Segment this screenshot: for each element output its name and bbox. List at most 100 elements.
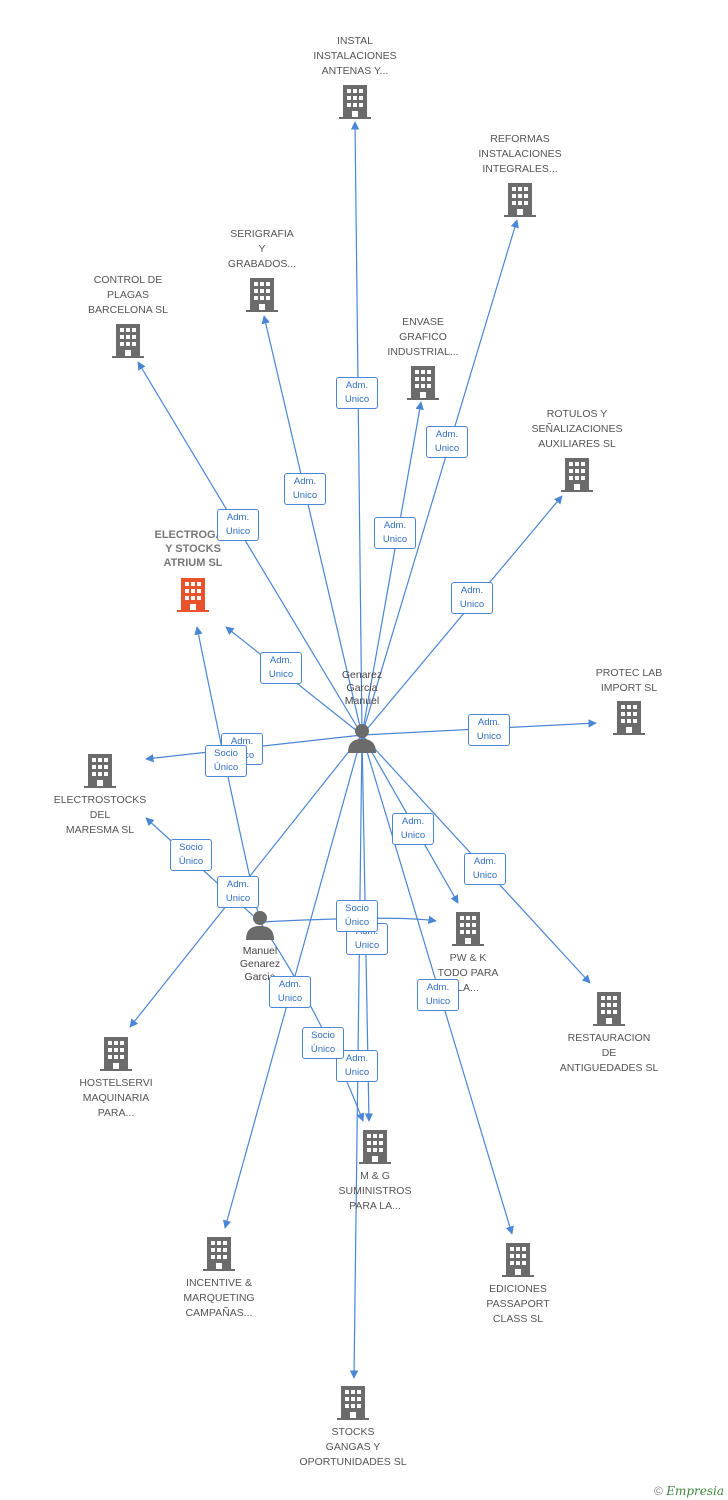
edge-label-line: Único	[178, 856, 204, 867]
building-icon-electrogan[interactable]	[177, 578, 209, 612]
building-icon-restauracion[interactable]	[593, 992, 625, 1026]
edge-label-genarez-to-ediciones: Adm. Unico	[417, 979, 459, 1011]
edge-label-genarez-to-reformas: Adm. Unico	[426, 426, 468, 458]
edge-label-line: Unico	[472, 870, 498, 881]
edge-label-line: Unico	[277, 993, 303, 1004]
edge-label-line: Adm.	[477, 717, 501, 728]
edge-label-line: Unico	[344, 394, 370, 405]
brand-name: Empresia	[666, 1484, 724, 1498]
building-icon-control[interactable]	[112, 324, 144, 358]
edge-label-line: Unico	[476, 731, 502, 742]
building-icon-incentive[interactable]	[203, 1237, 235, 1271]
edge-label-genarez-to-instal: Adm. Unico	[336, 377, 378, 409]
edge-label-line: Unico	[225, 893, 251, 904]
edge-label-line: Unico	[434, 443, 460, 454]
edge-genarez-to-envase	[361, 401, 424, 736]
edge-genarez-to-reformas	[361, 219, 519, 736]
edge-label-genarez-to-incentive: Adm. Unico	[269, 976, 311, 1008]
edge-label-genarez-to-electrogan: Adm. Unico	[260, 652, 302, 684]
edge-label-genarez-to-rotulos: Adm. Unico	[451, 582, 493, 614]
edge-label-line: Unico	[425, 996, 451, 1007]
edge-label-line: Socio	[214, 748, 238, 759]
company-label-restauracion[interactable]: RESTAURACION DE ANTIGUEDADES SL	[559, 1032, 659, 1074]
edge-label-line: Adm.	[345, 380, 369, 391]
edge-label-genarez-to-hostelservi: Adm. Unico	[217, 876, 259, 908]
building-icon-reformas[interactable]	[504, 183, 536, 217]
edge-label-line: Adm.	[269, 655, 293, 666]
edge-label-line: Adm.	[230, 736, 254, 747]
edge-label-line: Adm.	[383, 520, 407, 531]
edge-genarez-to-control	[137, 361, 363, 736]
edge-label-line: Unico	[354, 940, 380, 951]
edge-label-line: Socio	[179, 842, 203, 853]
building-icon-envase[interactable]	[407, 366, 439, 400]
company-label-reformas[interactable]: REFORMAS INSTALACIONES INTEGRALES...	[478, 133, 562, 175]
person-label-manuel[interactable]: Manuel Genarez Garcia	[239, 945, 281, 983]
edge-label-genarez-to-pwk: Adm. Unico	[392, 813, 434, 845]
company-label-protec[interactable]: PROTEC LAB IMPORT SL	[595, 667, 663, 694]
edge-label-line: Unico	[382, 534, 408, 545]
edge-genarez-to-instal	[350, 121, 363, 736]
edge-label-line: Unico	[292, 490, 318, 501]
company-label-hostelservi[interactable]: HOSTELSERVI MAQUINARIA PARA...	[79, 1077, 153, 1119]
edge-label-line: Adm.	[293, 476, 317, 487]
company-label-electrostocks[interactable]: ELECTROSTOCKS DEL MARESMA SL	[53, 794, 147, 836]
edge-label-line: Adm.	[460, 585, 484, 596]
edge-label-genarez-to-restauracion: Adm. Unico	[464, 853, 506, 885]
edge-label-line: Adm.	[473, 856, 497, 867]
edge-label-line: Socio	[311, 1030, 335, 1041]
edge-label-line: Único	[344, 917, 370, 928]
company-label-rotulos[interactable]: ROTULOS Y SEÑALIZACIONES AUXILIARES SL	[531, 408, 623, 450]
company-label-control[interactable]: CONTROL DE PLAGAS BARCELONA SL	[88, 274, 168, 316]
person-label-genarez[interactable]: Genarez Garcia Manuel	[341, 669, 383, 707]
edge-label-line: Adm.	[226, 879, 250, 890]
building-icon-rotulos[interactable]	[561, 458, 593, 492]
edge-label-line: Adm.	[426, 982, 450, 993]
edge-label-line: Socio	[345, 903, 369, 914]
building-icon-stocks[interactable]	[337, 1386, 369, 1420]
building-icon-hostelservi[interactable]	[100, 1037, 132, 1071]
building-icon-ediciones[interactable]	[502, 1243, 534, 1277]
building-icon-protec[interactable]	[613, 701, 645, 735]
company-label-mg[interactable]: M & G SUMINISTROS PARA LA...	[338, 1170, 412, 1212]
edge-label-line: Unico	[268, 669, 294, 680]
company-label-electrogan[interactable]: ELECTROGAN Y STOCKS ATRIUM SL	[154, 529, 232, 569]
company-label-stocks[interactable]: STOCKS GANGAS Y OPORTUNIDADES SL	[299, 1426, 407, 1468]
edge-label-line: Unico	[344, 1067, 370, 1078]
building-icon-pwk[interactable]	[452, 912, 484, 946]
edge-label-genarez-to-envase: Adm. Unico	[374, 517, 416, 549]
company-label-pwk[interactable]: PW & K TODO PARA LA...	[437, 952, 499, 994]
building-icon-serigrafia[interactable]	[246, 278, 278, 312]
edge-label-line: Adm.	[345, 1053, 369, 1064]
edge-label-genarez-to-mg: Adm. Unico	[336, 1050, 378, 1082]
company-label-serigrafia[interactable]: SERIGRAFIA Y GRABADOS...	[227, 228, 297, 270]
company-label-incentive[interactable]: INCENTIVE & MARQUETING CAMPAÑAS...	[183, 1277, 255, 1319]
copyright-watermark: © Empresia	[654, 1484, 724, 1498]
edge-label-line: Unico	[459, 599, 485, 610]
copyright-symbol: ©	[654, 1484, 663, 1498]
edge-genarez-to-serigrafia	[261, 315, 363, 736]
edge-genarez-to-rotulos	[361, 495, 563, 736]
person-icon-manuel[interactable]	[246, 911, 274, 940]
edge-label-genarez-to-control: Adm. Unico	[217, 509, 259, 541]
company-label-ediciones[interactable]: EDICIONES PASSAPORT CLASS SL	[486, 1283, 550, 1325]
edge-label-line: Adm.	[278, 979, 302, 990]
edge-label-line: Adm.	[435, 429, 459, 440]
edge-label-line: Unico	[225, 526, 251, 537]
edge-label-line: Único	[310, 1044, 336, 1055]
company-label-instal[interactable]: INSTAL INSTALACIONES ANTENAS Y...	[313, 35, 397, 77]
company-label-envase[interactable]: ENVASE GRAFICO INDUSTRIAL...	[387, 316, 459, 358]
edge-manuel-to-mg	[259, 921, 365, 1122]
building-icon-mg[interactable]	[359, 1130, 391, 1164]
edge-label-line: Unico	[400, 830, 426, 841]
edge-label-genarez-to-protec: Adm. Unico	[468, 714, 510, 746]
edge-label-line: Adm.	[401, 816, 425, 827]
building-icon-electrostocks[interactable]	[84, 754, 116, 788]
building-icon-instal[interactable]	[339, 85, 371, 119]
edge-label-line: Adm.	[226, 512, 250, 523]
